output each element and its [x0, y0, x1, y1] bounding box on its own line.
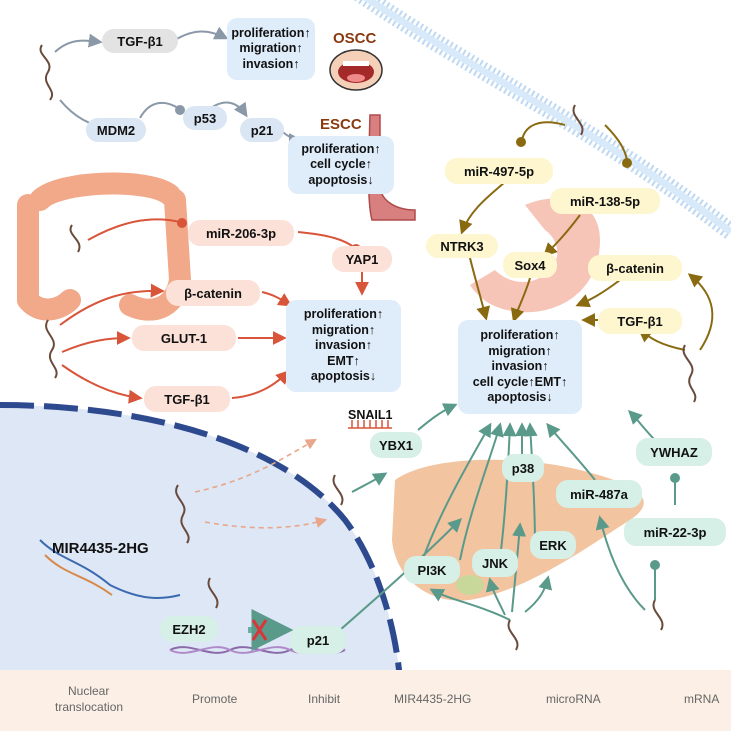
- gc-effects-box: proliferation↑ migration↑ invasion↑ cell…: [458, 320, 582, 414]
- translocation-arrows: [194, 438, 328, 529]
- legend-lncrna: MIR4435-2HG: [394, 692, 472, 706]
- hcc-arrows: [339, 403, 680, 631]
- legend-nuclear-line1: Nuclear: [68, 684, 110, 698]
- legend-mrna: mRNA: [684, 692, 720, 706]
- legend-mirna: microRNA: [546, 692, 601, 706]
- legend-nuclear-line2: translocation: [55, 700, 124, 714]
- hcc-mir487-node: miR-487a: [556, 480, 642, 508]
- gc-effect: invasion↑: [491, 359, 549, 374]
- gc-ntrk3-node: NTRK3: [426, 234, 498, 258]
- oscc-tgf-node: TGF-β1: [102, 29, 178, 53]
- blocked-arrow: [248, 609, 294, 651]
- gc-bcat-node: β-catenin: [588, 255, 682, 281]
- crc-effect: apoptosis↓: [310, 369, 377, 384]
- escc-effect: apoptosis↓: [308, 172, 374, 187]
- nucleus: [0, 402, 403, 681]
- gc-tgf-node: TGF-β1: [598, 308, 682, 334]
- gc-mir138-node: miR-138-5p: [550, 188, 660, 214]
- crc-effect: invasion↑: [315, 338, 372, 353]
- gc-mir497-node: miR-497-5p: [445, 158, 553, 184]
- crc-tgf-node: TGF-β1: [144, 386, 230, 412]
- escc-effects-box: proliferation↑ cell cycle↑ apoptosis↓: [288, 136, 394, 194]
- gc-arrows: [459, 121, 714, 351]
- hcc-p38-node: p38: [502, 454, 544, 482]
- oscc-effect: invasion↑: [242, 56, 300, 71]
- escc-label: ESCC: [320, 116, 362, 133]
- hcc-ybx1-node: YBX1: [370, 432, 422, 458]
- gc-effect: apoptosis↓: [487, 390, 553, 405]
- nucleus-gene-label: MIR4435-2HG: [52, 540, 149, 557]
- escc-mdm2-node: MDM2: [86, 118, 146, 142]
- nucleus-ezh2-node: EZH2: [160, 616, 218, 642]
- escc-effect: proliferation↑: [301, 141, 381, 156]
- crc-effect: proliferation↑: [303, 307, 384, 322]
- gc-effect: proliferation↑: [480, 328, 560, 343]
- oscc-label: OSCC: [333, 30, 377, 47]
- crc-effect: EMT↑: [327, 353, 360, 368]
- gc-sox4-node: Sox4: [503, 252, 557, 278]
- hcc-erk-node: ERK: [530, 531, 576, 559]
- hcc-ywhaz-node: YWHAZ: [636, 438, 712, 466]
- hcc-pi3k-node: PI3K: [404, 556, 460, 584]
- mouth-icon: [329, 49, 383, 91]
- lncrna-glyphs: [39, 44, 697, 651]
- crc-effect: migration↑: [311, 322, 376, 337]
- cell-membrane: [353, 0, 731, 240]
- oscc-effect: proliferation↑: [231, 25, 311, 40]
- crc-yap1-node: YAP1: [332, 246, 392, 272]
- legend: Nuclear translocation Promote Inhibit MI…: [0, 670, 731, 731]
- oscc-effects-box: proliferation↑ migration↑ invasion↑: [227, 18, 315, 80]
- crc-bcat-node: β-catenin: [166, 280, 260, 306]
- escc-p21-node: p21: [240, 118, 284, 142]
- nucleus-p21-node: p21: [290, 626, 346, 654]
- escc-effect: cell cycle↑: [310, 157, 372, 172]
- escc-p53-node: p53: [183, 106, 227, 130]
- mrna-glyph: [348, 420, 392, 429]
- legend-inhibit: Inhibit: [308, 692, 341, 706]
- hcc-mir22-node: miR-22-3p: [624, 518, 726, 546]
- hcc-jnk-node: JNK: [472, 549, 518, 577]
- gc-effect: migration↑: [488, 343, 552, 358]
- crc-effects-box: proliferation↑ migration↑ invasion↑ EMT↑…: [286, 300, 401, 392]
- oscc-effect: migration↑: [239, 41, 303, 56]
- crc-glut1-node: GLUT-1: [132, 325, 236, 351]
- legend-promote: Promote: [192, 692, 238, 706]
- hcc-snail1-label: SNAIL1: [348, 408, 393, 422]
- gc-effect: cell cycle↑EMT↑: [472, 374, 568, 389]
- crc-mir206-node: miR-206-3p: [188, 220, 294, 246]
- stomach-organ: [470, 198, 600, 313]
